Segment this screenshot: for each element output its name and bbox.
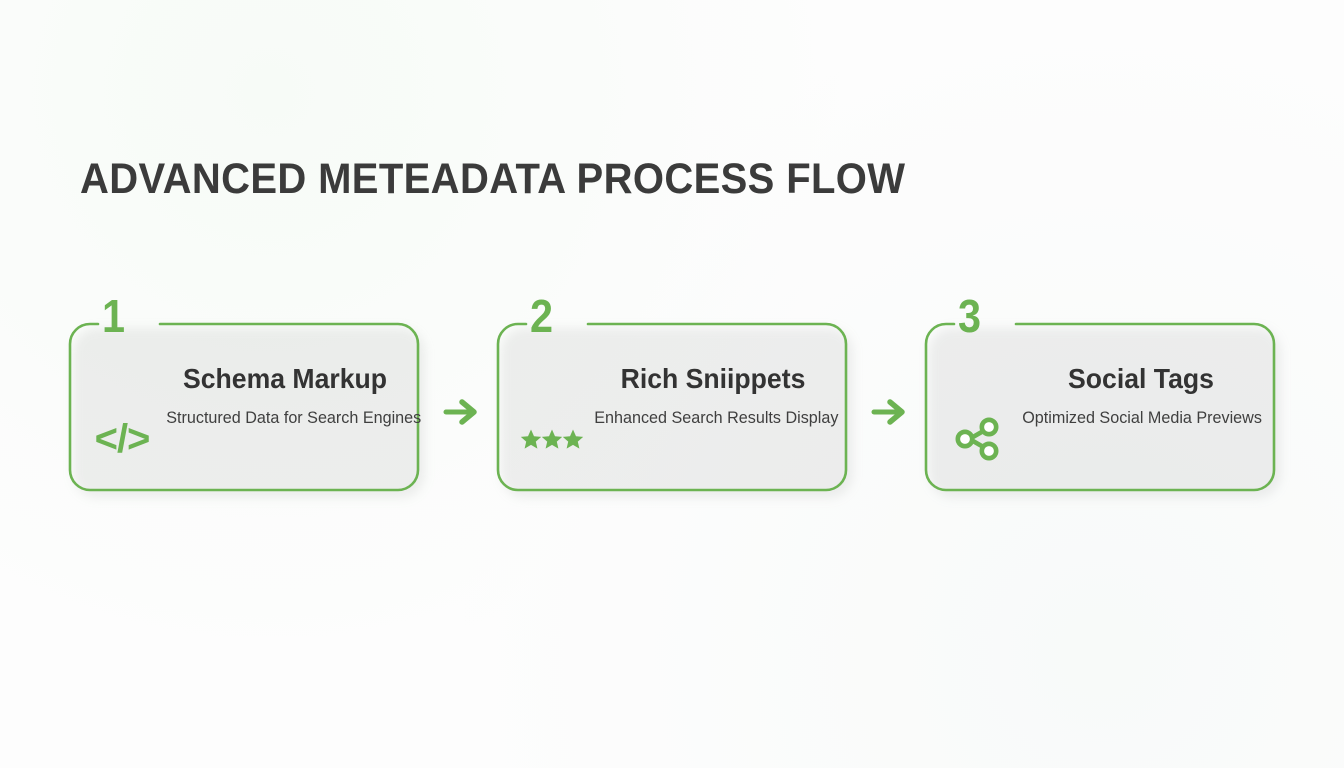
card-title: Schema Markup xyxy=(182,363,388,394)
card-shadow xyxy=(73,328,425,498)
card-subtitle: Structured Data for Search Engines xyxy=(166,407,422,427)
card-text-block: Schema Markup Structured Data for Search… xyxy=(160,363,422,427)
process-flow-row: 1 </> Schema Markup Structured Data for … xyxy=(68,293,1281,498)
arrow-right-icon-1 xyxy=(440,394,484,430)
card-border xyxy=(924,322,1276,492)
page-title: ADVANCED METEADATA PROCESS FLOW xyxy=(80,155,906,203)
code-icon: </> xyxy=(88,410,156,468)
flow-step-card-2[interactable]: 2 Rich Sniippets Enhanced Search Results xyxy=(496,293,853,498)
flow-step-card-1[interactable]: 1 </> Schema Markup Structured Data for … xyxy=(68,293,425,498)
card-step-number: 1 xyxy=(102,290,126,342)
arrow-right-icon-2 xyxy=(868,394,912,430)
card-title: Rich Sniippets xyxy=(620,363,806,394)
card-border xyxy=(496,322,848,492)
card-subtitle: Optimized Social Media Previews xyxy=(1022,407,1262,427)
card-text-block: Social Tags Optimized Social Media Previ… xyxy=(1016,363,1266,427)
three-stars-icon-group xyxy=(519,427,583,451)
card-shadow xyxy=(929,328,1281,498)
card-border xyxy=(68,322,420,492)
card-text-block: Rich Sniippets Enhanced Search Results D… xyxy=(588,363,839,427)
share-icon xyxy=(944,410,1012,468)
star-icon xyxy=(541,429,562,449)
card-title: Social Tags xyxy=(1068,363,1214,394)
card-step-number: 3 xyxy=(958,290,982,342)
code-icon-glyph: </> xyxy=(94,417,151,461)
card-step-number: 2 xyxy=(530,290,554,342)
card-shadow xyxy=(501,328,853,498)
share-icon-graphic xyxy=(955,417,999,461)
three-stars-icon xyxy=(516,410,584,468)
flow-step-card-3[interactable]: 3 Social Tags Optimized Social Media Pre… xyxy=(924,293,1281,498)
star-icon xyxy=(520,429,541,449)
card-subtitle: Enhanced Search Results Display xyxy=(594,407,839,427)
star-icon xyxy=(562,429,583,449)
